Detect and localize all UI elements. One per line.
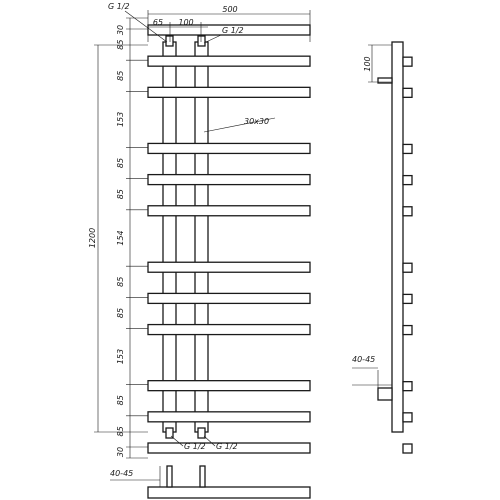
bottom-right-connection-label: G 1/2 (216, 442, 238, 451)
horizontal-bars (147, 24, 311, 454)
side-bar-ends (402, 56, 413, 454)
bottom-margin-label: 30 (116, 447, 125, 457)
connection-labels: G 1/2 G 1/2 G 1/2 G 1/2 (108, 2, 244, 451)
top-left-connection-label: G 1/2 (108, 2, 130, 11)
spacing-label: 85 (116, 426, 125, 436)
side-bar-end (402, 381, 413, 392)
spacing-labels: 85 85 153 85 85 154 85 85 153 85 85 (116, 40, 125, 437)
side-wall-distance-label: 40-45 (352, 355, 375, 364)
towel-bar (147, 173, 311, 186)
side-bar-end (402, 87, 413, 98)
spacing-label: 153 (116, 112, 125, 127)
spacing-label: 85 (116, 189, 125, 199)
spacing-label: 85 (116, 395, 125, 405)
side-bar-end (402, 143, 413, 155)
spacing-label: 85 (116, 158, 125, 168)
bottom-bar (147, 486, 311, 499)
overall-width-label: 500 (222, 5, 237, 14)
top-right-connector (197, 35, 206, 47)
bottom-wall-distance-label: 40-45 (110, 469, 133, 478)
side-collector (391, 41, 404, 433)
left-collector-pipe (162, 41, 177, 433)
towel-bar (147, 55, 311, 67)
bottom-left-connection-label: G 1/2 (184, 442, 206, 451)
spacing-label: 154 (116, 230, 125, 245)
side-wall-bracket-bottom (377, 387, 393, 401)
front-view (147, 24, 311, 454)
towel-bar (147, 261, 311, 273)
side-bar-end (402, 443, 413, 454)
bottom-right-connector (197, 427, 206, 439)
bottom-left-connector (165, 427, 174, 439)
side-bar-end (402, 174, 413, 186)
side-bar-end (402, 293, 413, 305)
towel-bar (147, 323, 311, 336)
bottom-left-stub (166, 465, 173, 488)
towel-bar (147, 142, 311, 155)
bar-section-callout: 30x30 (203, 117, 276, 133)
pipe-spacing-label: 100 (178, 18, 193, 27)
overall-height-label: 1200 (88, 228, 97, 248)
side-bar-end (402, 56, 413, 67)
side-bar-end (402, 206, 413, 217)
top-left-connector (165, 35, 174, 47)
bar-section-label: 30x30 (244, 117, 269, 126)
spacing-label: 85 (116, 277, 125, 287)
spacing-label: 85 (116, 71, 125, 81)
side-bar-end (402, 412, 413, 423)
side-wall-bracket-top (377, 77, 393, 84)
side-depth-label: 100 (363, 56, 372, 71)
top-right-connection-label: G 1/2 (222, 26, 244, 35)
bottom-right-stub (199, 465, 206, 488)
vertical-dimensions: 1200 30 30 85 85 153 85 85 154 85 85 153 85 85 (88, 17, 148, 459)
spacing-label: 85 (116, 40, 125, 50)
side-bar-end (402, 262, 413, 273)
width-dimensions: 500 65 100 (147, 5, 311, 42)
towel-bar (147, 442, 311, 454)
side-view: 100 40-45 (352, 41, 413, 454)
towel-bar (147, 292, 311, 305)
towel-bar (147, 86, 311, 98)
bottom-view: 40-45 (110, 465, 311, 499)
side-bar-end (402, 324, 413, 336)
towel-bar (147, 411, 311, 423)
pipe-offset-label: 65 (153, 18, 163, 27)
towel-bar (147, 380, 311, 392)
spacing-ticks (126, 17, 148, 459)
towel-bar (147, 205, 311, 217)
spacing-label: 153 (116, 349, 125, 364)
right-collector-pipe (194, 41, 209, 433)
top-margin-label: 30 (116, 25, 125, 35)
spacing-label: 85 (116, 308, 125, 318)
